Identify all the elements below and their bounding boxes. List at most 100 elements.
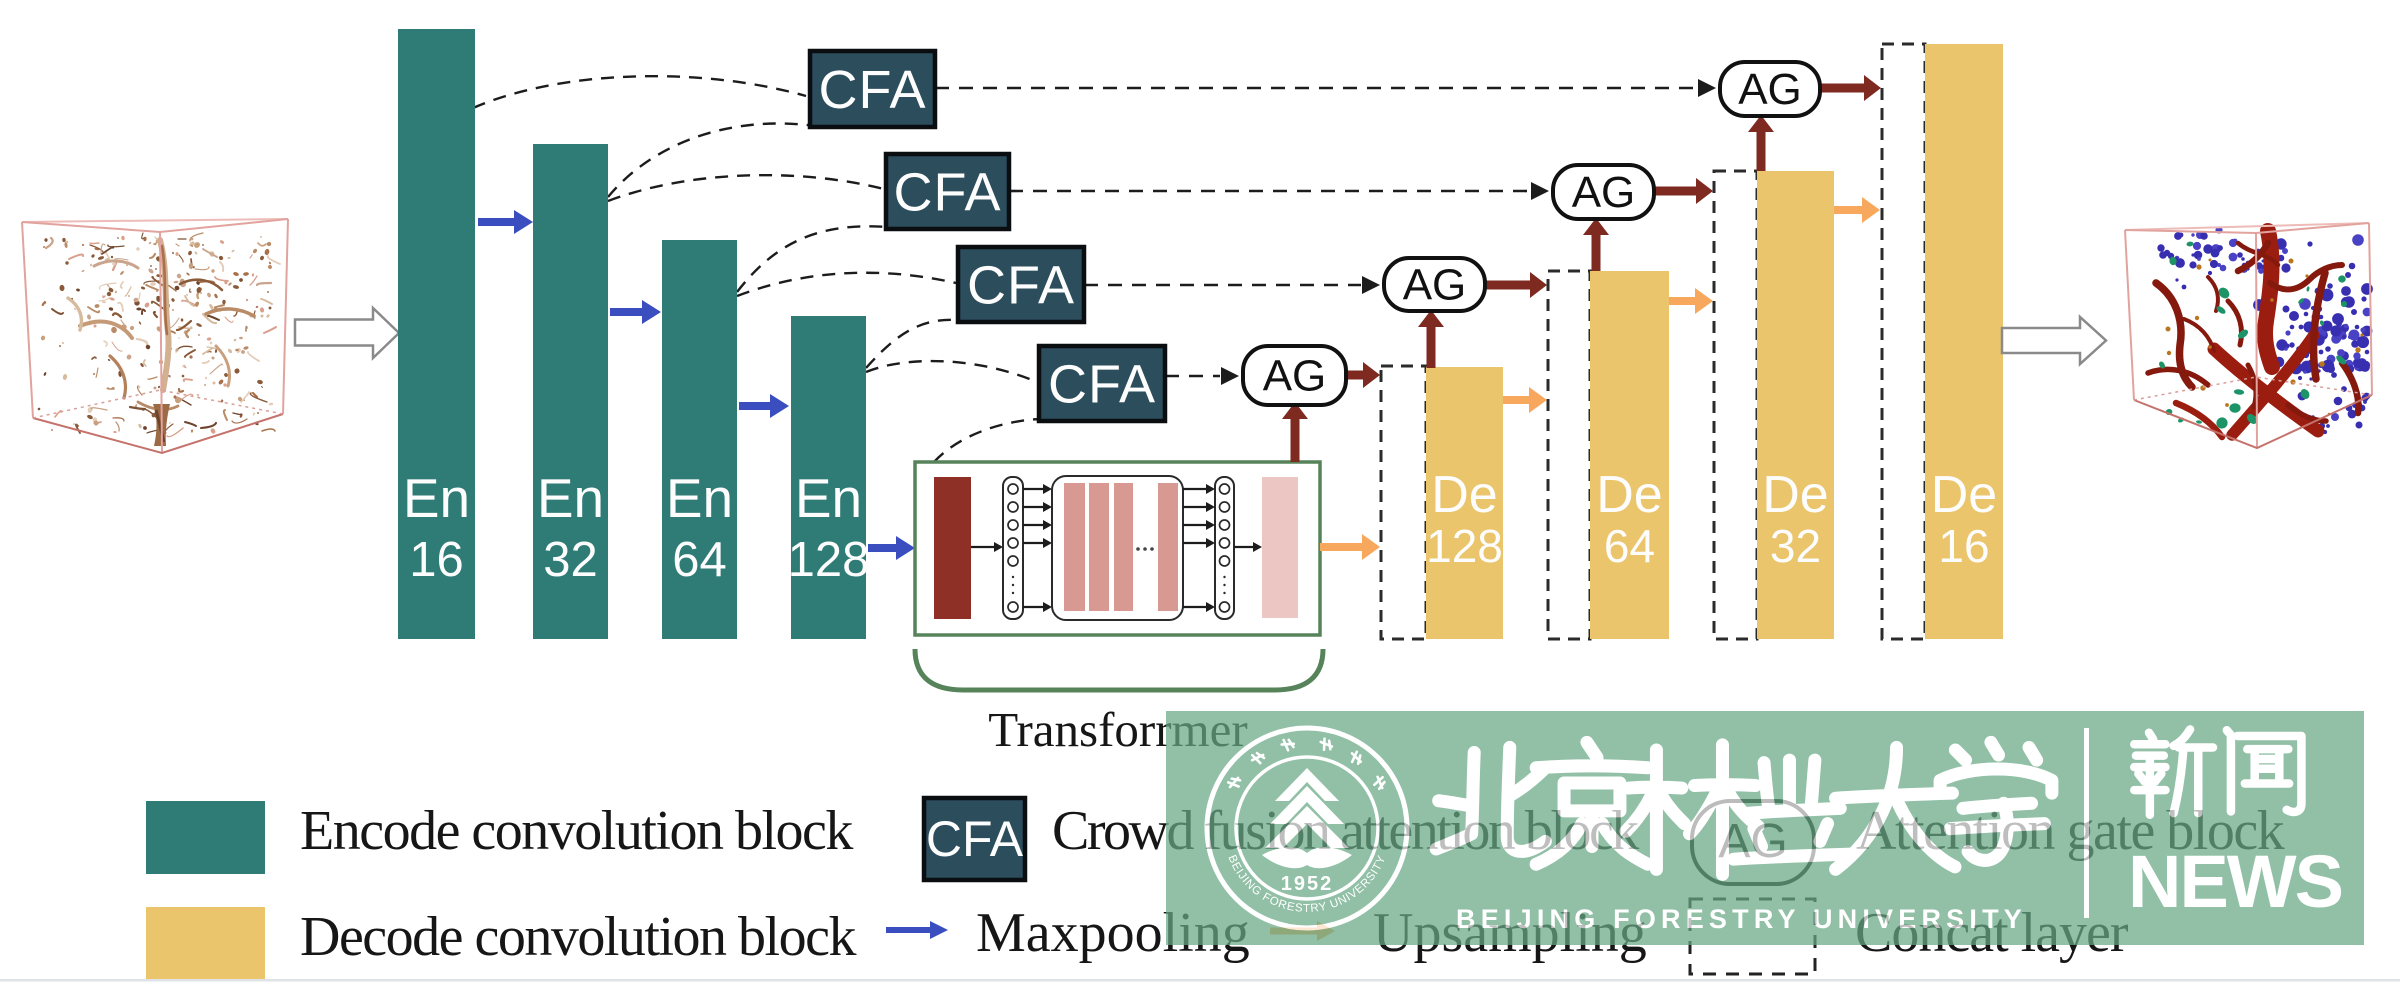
encoder-label: En bbox=[795, 467, 862, 529]
ag-block-1: AG bbox=[1241, 344, 1348, 407]
decoder-block-32 bbox=[1757, 171, 1834, 639]
encoder-channels: 128 bbox=[788, 533, 870, 587]
feature-arrow bbox=[971, 542, 1003, 552]
decoder-label: De bbox=[1762, 466, 1828, 524]
cfa-label: CFA bbox=[967, 256, 1075, 316]
dashed-link-cfa1-ag4 bbox=[935, 79, 1716, 97]
upsample-arrow-de32-concat16 bbox=[1834, 197, 1880, 223]
skip-en64-cfa3 bbox=[736, 271, 957, 298]
dashed-link-cfa3-ag2 bbox=[1084, 276, 1380, 294]
legend-decode-label: Decode convolution block bbox=[300, 906, 856, 968]
token-arrow bbox=[1183, 602, 1215, 612]
watermark-news-char-xin bbox=[2130, 725, 2218, 819]
encoder-block-32 bbox=[533, 144, 608, 639]
input-volume: input 3D volume bbox=[21, 218, 289, 455]
cfa-swatch bbox=[921, 795, 1028, 883]
legend-item-encode: Encode convolution block bbox=[146, 800, 855, 874]
embedding-column-right bbox=[1214, 476, 1235, 620]
token-arrow bbox=[1183, 502, 1215, 512]
token-arrow bbox=[1183, 520, 1215, 530]
decoder-channels: 32 bbox=[1770, 520, 1821, 572]
encoder-channels: 32 bbox=[543, 533, 598, 587]
decoder-channels: 128 bbox=[1426, 520, 1503, 572]
embedding-column-left bbox=[1002, 476, 1024, 620]
transformer-brace bbox=[912, 648, 1326, 693]
watermark-news-cn: 新闻 bbox=[2130, 725, 2306, 819]
watermark-cn-char-jing bbox=[1529, 735, 1655, 871]
skip-en32-cfa1 bbox=[607, 122, 817, 198]
ag-block-3: AG bbox=[1551, 163, 1656, 221]
ag-label: AG bbox=[1403, 261, 1467, 310]
attention-arrow-ag3-concat32 bbox=[1654, 178, 1713, 204]
decoder-channels: 16 bbox=[1938, 520, 1989, 572]
input-arrow bbox=[293, 305, 401, 361]
dashed-link-cfa4-ag1 bbox=[1165, 367, 1239, 385]
upsample-arrow-transformer-concat128 bbox=[1320, 534, 1380, 560]
dashed-link-cfa2-ag3 bbox=[1009, 182, 1549, 200]
encoder-label: En bbox=[403, 467, 470, 529]
attention-arrow-de32-ag4 bbox=[1748, 115, 1774, 171]
encoder-channels: 16 bbox=[409, 533, 464, 587]
skip-en128-cfa4 bbox=[865, 359, 1038, 384]
token-arrow bbox=[1023, 602, 1052, 612]
decoder-label: De bbox=[1596, 466, 1662, 524]
encoder-label: En bbox=[666, 467, 733, 529]
ag-label: AG bbox=[1738, 65, 1802, 114]
watermark-university-cn: 北京林业大学 bbox=[1429, 735, 2059, 881]
legend-cfa-symbol: CFA bbox=[926, 811, 1024, 867]
cfa-block-3: CFA bbox=[955, 244, 1087, 325]
cfa-block-1: CFA bbox=[807, 48, 938, 130]
attention-arrow-ag4-concat16 bbox=[1820, 75, 1881, 101]
decode-swatch bbox=[146, 907, 265, 980]
attention-arrow-de64-ag3 bbox=[1583, 218, 1609, 271]
watermark-university-en: BEIJING FORESTRY UNIVERSITY bbox=[1456, 904, 2027, 934]
token-arrow bbox=[1023, 520, 1052, 530]
output-arrow bbox=[2000, 314, 2108, 367]
ag-block-4: AG bbox=[1718, 60, 1822, 118]
decoder-block-64 bbox=[1590, 271, 1669, 639]
input-volume-rendering bbox=[37, 232, 281, 446]
cfa-block-4: CFA bbox=[1036, 343, 1168, 424]
cfa-label: CFA bbox=[893, 163, 1001, 223]
maxpool-arrow-en128-transformer bbox=[868, 536, 915, 560]
transformer-input-feature bbox=[934, 477, 971, 619]
cfa-block-2: CFA bbox=[883, 151, 1012, 232]
concat-layer-32 bbox=[1712, 169, 1759, 641]
ag-label: AG bbox=[1572, 168, 1636, 217]
output-volume: output segmented 3D volume bbox=[2124, 222, 2373, 450]
input-volume-wireframe bbox=[21, 218, 289, 455]
token-arrow bbox=[1023, 538, 1052, 548]
skip-en128-cfa3 bbox=[865, 318, 959, 369]
attention-arrow-transformer-ag1 bbox=[1282, 402, 1308, 462]
upsample-arrow-de64-concat32 bbox=[1669, 288, 1713, 314]
skip-en64-cfa2 bbox=[736, 225, 889, 293]
token-arrow bbox=[1183, 538, 1215, 548]
watermark-cn-char-bei bbox=[1429, 740, 1552, 858]
encoder-channels: 64 bbox=[672, 533, 727, 587]
encoder-block-64 bbox=[662, 240, 737, 639]
seal-year: 1952 bbox=[1281, 873, 1334, 895]
watermark-cn-char-xue bbox=[1933, 735, 2059, 867]
watermark-divider bbox=[2084, 728, 2089, 918]
encoder-label: En bbox=[537, 467, 604, 529]
token-arrow bbox=[1023, 484, 1052, 494]
skip-en32-cfa2 bbox=[607, 173, 885, 203]
skip-transformer-cfa4 bbox=[933, 417, 1041, 463]
output-volume-rendering bbox=[2145, 223, 2373, 441]
upsample-arrow-de128-concat64 bbox=[1503, 387, 1547, 413]
attention-arrow-ag1-concat128 bbox=[1346, 362, 1380, 388]
bottom-rule bbox=[0, 979, 2400, 982]
output-volume-wireframe bbox=[2124, 222, 2373, 450]
maxpool-arrow-legend bbox=[886, 921, 948, 939]
seal-emblem bbox=[1262, 768, 1352, 869]
watermark: 1952 BEIJING FORESTRY UNIVERSITY 北京林业大学 … bbox=[1166, 711, 2364, 945]
encoder-block-128 bbox=[791, 316, 866, 639]
encode-swatch bbox=[146, 801, 265, 874]
encoder-block-16 bbox=[398, 29, 475, 639]
legend-encode-label: Encode convolution block bbox=[300, 800, 853, 862]
decoder-label: De bbox=[1931, 466, 1997, 524]
decoder-label: De bbox=[1431, 466, 1497, 524]
